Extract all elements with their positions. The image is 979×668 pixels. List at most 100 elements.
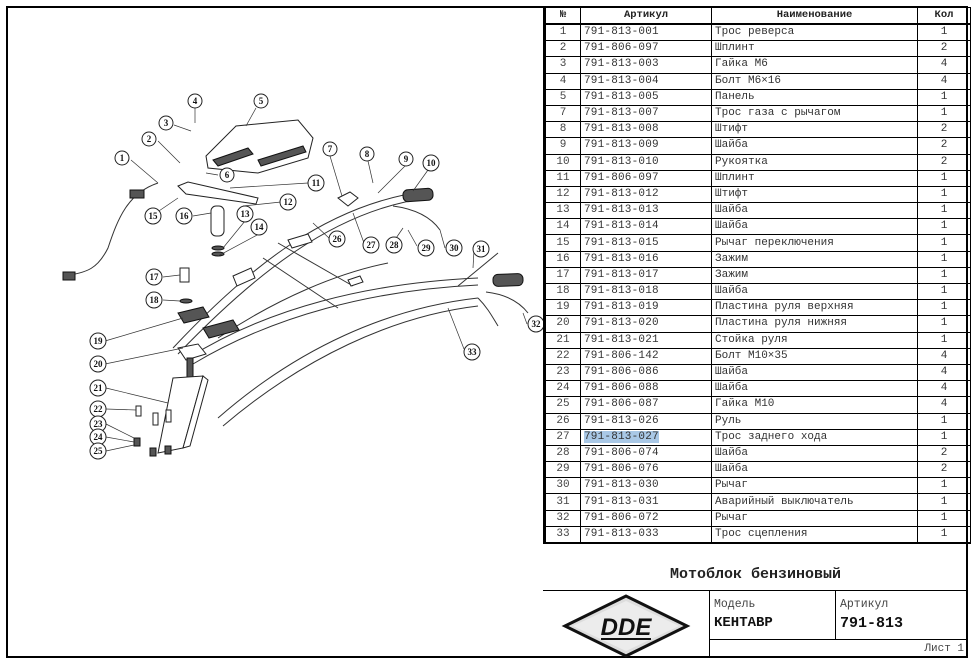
dde-logo-icon: DDE — [561, 594, 691, 658]
nut-25 — [133, 437, 141, 447]
header-qty: Кол — [917, 7, 971, 25]
svg-text:26: 26 — [333, 234, 343, 244]
svg-text:32: 32 — [532, 319, 542, 329]
row-article: 791-813-013 — [580, 202, 712, 220]
svg-text:19: 19 — [94, 336, 104, 346]
upper-plate-19 — [177, 306, 210, 324]
row-name: Зажим — [711, 250, 918, 268]
row-article: 791-813-008 — [580, 121, 712, 139]
model-label: Модель — [714, 598, 756, 611]
row-article: 791-813-017 — [580, 266, 712, 285]
callout-11: 11 — [307, 174, 325, 192]
row-article: 791-806-086 — [580, 363, 712, 382]
svg-text:15: 15 — [149, 211, 159, 221]
sheet-number: Лист 1 — [924, 643, 964, 655]
row-qty: 2 — [917, 444, 971, 463]
row-num: 32 — [545, 509, 581, 527]
row-name: Шайба — [711, 444, 918, 463]
svg-text:8: 8 — [365, 149, 370, 159]
row-num: 12 — [545, 185, 581, 204]
svg-text:13: 13 — [241, 209, 251, 219]
model-value: КЕНТАВР — [714, 615, 773, 631]
svg-text:9: 9 — [404, 154, 409, 164]
throttle-7 — [337, 191, 359, 207]
row-article: 791-806-097 — [580, 169, 712, 187]
clutch-cable-33 — [477, 297, 499, 327]
row-name: Трос сцепления — [711, 525, 918, 544]
row-num: 1 — [545, 23, 581, 42]
row-num: 7 — [545, 104, 581, 123]
row-qty: 1 — [917, 23, 971, 42]
row-num: 4 — [545, 72, 581, 90]
row-article: 791-813-016 — [580, 250, 712, 268]
row-name: Панель — [711, 88, 918, 106]
row-name: Шайба — [711, 461, 918, 479]
row-article: 791-813-019 — [580, 299, 712, 317]
row-article: 791-806-076 — [580, 461, 712, 479]
callout-12: 12 — [279, 193, 297, 211]
row-article: 791-813-010 — [580, 153, 712, 171]
svg-text:11: 11 — [312, 178, 321, 188]
selected-text[interactable]: 791-813-027 — [584, 430, 659, 443]
row-article: 791-806-072 — [580, 509, 712, 527]
row-num: 11 — [545, 169, 581, 187]
row-article: 791-806-074 — [580, 444, 712, 463]
row-qty: 4 — [917, 347, 971, 365]
svg-text:18: 18 — [150, 295, 160, 305]
row-num: 21 — [545, 331, 581, 349]
row-article: 791-806-142 — [580, 347, 712, 365]
row-name: Болт М6×16 — [711, 72, 918, 90]
row-qty: 1 — [917, 477, 971, 495]
row-name: Гайка М10 — [711, 396, 918, 414]
row-qty: 1 — [917, 493, 971, 511]
row-qty: 1 — [917, 412, 971, 430]
row-qty: 4 — [917, 380, 971, 398]
article-cell: Артикул 791-813 — [836, 591, 968, 640]
row-num: 25 — [545, 396, 581, 414]
row-num: 20 — [545, 315, 581, 333]
row-num: 18 — [545, 282, 581, 301]
row-name: Зажим — [711, 266, 918, 285]
row-num: 26 — [545, 412, 581, 430]
row-qty: 1 — [917, 202, 971, 220]
row-num: 8 — [545, 121, 581, 139]
callout-7: 7 — [322, 141, 338, 157]
row-name: Рычаг — [711, 509, 918, 527]
row-qty: 1 — [917, 88, 971, 106]
row-qty: 1 — [917, 315, 971, 333]
svg-text:16: 16 — [180, 211, 190, 221]
row-qty: 1 — [917, 282, 971, 301]
